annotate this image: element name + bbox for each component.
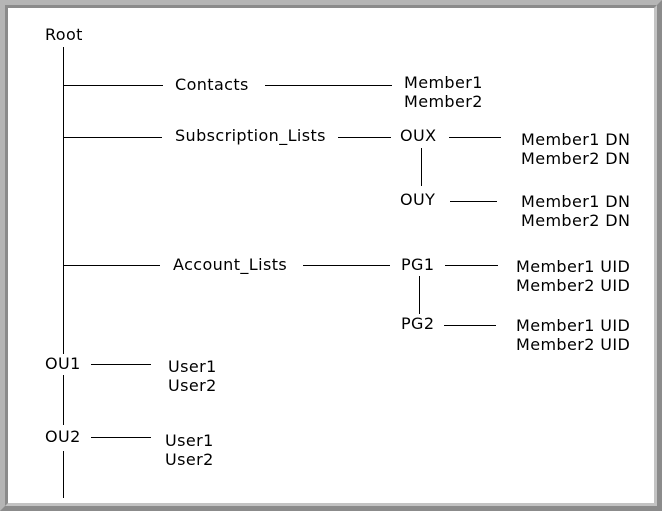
connector-contacts-to-members [265, 85, 392, 86]
node-ou2: OU2 [45, 427, 81, 446]
user-item: User1 [165, 431, 214, 450]
member-item: Member2 DN [521, 149, 631, 168]
ou1-users: User1 User2 [168, 357, 217, 395]
connector-oux-to-ouy [421, 148, 422, 186]
connector-root-trunk [63, 47, 64, 354]
connector-ouy-to-members [450, 201, 497, 202]
connector-trunk-to-subscription-lists [63, 137, 162, 138]
diagram-frame-inner: Root Contacts Member1 Member2 Subscripti… [5, 5, 657, 506]
pg2-members: Member1 UID Member2 UID [516, 316, 630, 354]
member-item: Member2 UID [516, 276, 631, 295]
connector-ou1-to-ou2 [63, 375, 64, 425]
node-pg2: PG2 [401, 314, 435, 333]
member-item: Member1 UID [516, 257, 631, 276]
connector-ou1-to-users [91, 364, 151, 365]
member-item: Member2 DN [521, 211, 631, 230]
connector-trunk-to-contacts [63, 85, 163, 86]
member-item: Member1 UID [516, 316, 631, 335]
connector-pg1-to-members [445, 265, 498, 266]
connector-oux-to-members [449, 137, 501, 138]
connector-trunk-to-account-lists [63, 265, 160, 266]
user-item: User1 [168, 357, 217, 376]
connector-subscription-lists-to-oux [338, 137, 391, 138]
node-subscription-lists: Subscription_Lists [175, 126, 326, 145]
node-ou1: OU1 [45, 354, 81, 373]
user-item: User2 [165, 450, 214, 469]
member-item: Member1 DN [521, 192, 631, 211]
ouy-members: Member1 DN Member2 DN [521, 192, 630, 230]
node-contacts: Contacts [175, 75, 249, 94]
contacts-members: Member1 Member2 [404, 73, 483, 111]
connector-pg2-to-members [444, 325, 496, 326]
oux-members: Member1 DN Member2 DN [521, 130, 630, 168]
node-pg1: PG1 [401, 255, 435, 274]
node-account-lists: Account_Lists [173, 255, 288, 274]
directory-tree-diagram: Root Contacts Member1 Member2 Subscripti… [8, 8, 654, 503]
connector-ou2-to-users [91, 437, 151, 438]
member-item: Member1 DN [521, 130, 631, 149]
member-item: Member1 [404, 73, 483, 92]
user-item: User2 [168, 376, 217, 395]
pg1-members: Member1 UID Member2 UID [516, 257, 630, 295]
connector-pg1-to-pg2 [419, 276, 420, 314]
member-item: Member2 [404, 92, 483, 111]
connector-account-lists-to-pg1 [303, 265, 390, 266]
node-oux: OUX [400, 126, 437, 145]
node-root: Root [45, 25, 83, 44]
ou2-users: User1 User2 [165, 431, 214, 469]
node-ouy: OUY [400, 190, 436, 209]
member-item: Member2 UID [516, 335, 631, 354]
connector-ou2-tail [63, 451, 64, 498]
